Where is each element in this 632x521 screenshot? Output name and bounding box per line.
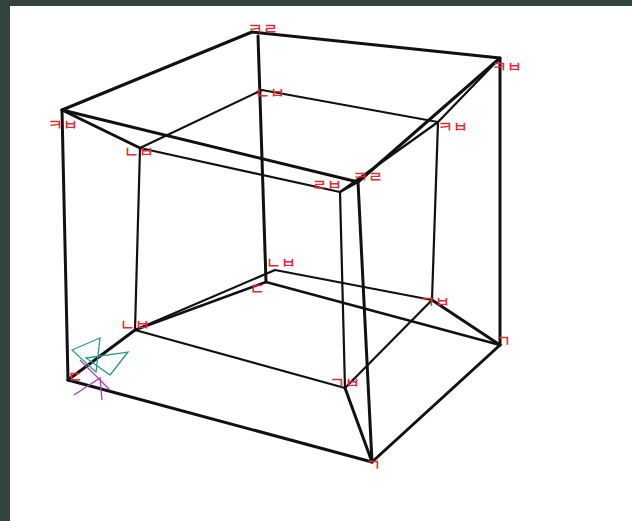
window-frame <box>0 0 632 6</box>
vertex-label: ㄱㅂ <box>330 376 360 391</box>
gizmo-icon <box>72 338 128 400</box>
vertex-label: ㅋㅂ <box>438 120 468 135</box>
vertex-label: ㄴㅂ <box>120 318 150 333</box>
vertex-label: ㄷ <box>68 370 83 385</box>
vertex-label: ㄱㅂ <box>420 295 450 310</box>
window-frame <box>0 0 10 521</box>
vertex-label: ㄴㅂ <box>266 256 296 271</box>
vertex-label: ㄱ <box>496 334 511 349</box>
vertex-label: ㅋㅂ <box>48 118 78 133</box>
vertex-label: ㄱ <box>366 458 381 473</box>
vertex-label: ㄴㅂ <box>124 145 154 160</box>
vertex-label: ㄷ <box>250 282 265 297</box>
vertex-label: ㅋㄹ <box>248 22 278 37</box>
vertex-label: ㄴㅂ <box>255 86 285 101</box>
vertex-label: ㄹㅂ <box>312 178 342 193</box>
vertex-label: ㅋㄹ <box>353 170 383 185</box>
vertex-label: ㅋㅂ <box>492 60 522 75</box>
